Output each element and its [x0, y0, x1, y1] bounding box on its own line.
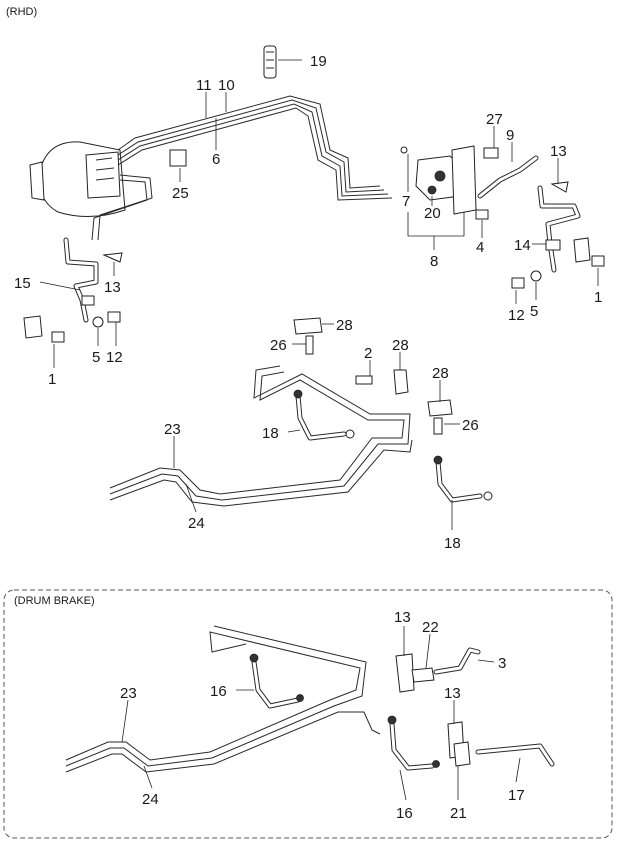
callout-24-drum: 24	[142, 791, 159, 808]
clip-28-right	[427, 399, 453, 417]
callout-15: 15	[14, 275, 31, 292]
callout-3: 3	[498, 655, 506, 672]
hose-18-center	[293, 389, 355, 441]
main-brake-lines	[91, 95, 393, 241]
callout-28-top: 28	[336, 317, 353, 334]
callout-20: 20	[424, 205, 441, 222]
callout-9: 9	[506, 127, 514, 144]
proportioning-valve	[400, 145, 477, 215]
callout-12-left: 12	[106, 349, 123, 366]
master-cylinder	[29, 141, 126, 218]
leader-lines	[39, 59, 599, 801]
hose-16-left	[249, 653, 304, 709]
callout-19: 19	[310, 53, 327, 70]
callout-26-right: 26	[462, 417, 479, 434]
callout-11: 11	[196, 77, 212, 94]
callout-13-drum-lower: 13	[444, 685, 461, 702]
callout-4: 4	[476, 239, 484, 256]
bolt-12-left	[107, 311, 121, 323]
rhd-section-title: (RHD)	[6, 6, 37, 18]
callout-28-right: 28	[432, 365, 449, 382]
callout-25: 25	[172, 185, 189, 202]
callout-12-right: 12	[508, 307, 525, 324]
bracket-13-upper	[395, 653, 415, 693]
bolt-4	[475, 209, 489, 220]
bolt-1-right	[591, 255, 605, 267]
bolt-26-top	[305, 335, 314, 355]
callout-18-right: 18	[444, 535, 461, 552]
washer-5-right	[530, 270, 542, 282]
callout-26-top: 26	[270, 337, 287, 354]
callout-23-drum: 23	[120, 685, 137, 702]
callout-1-left: 1	[48, 371, 56, 388]
clamp-25	[169, 149, 187, 167]
callout-23-upper: 23	[164, 421, 181, 438]
bolt-26-right	[433, 417, 443, 435]
hose-16-right	[387, 715, 440, 771]
bolt-2	[355, 375, 373, 385]
callout-8: 8	[430, 253, 438, 270]
callout-18-center: 18	[262, 425, 279, 442]
callout-7: 7	[402, 193, 410, 210]
clip-13-right	[550, 181, 569, 193]
clip-13-left	[102, 252, 123, 263]
callout-14: 14	[514, 237, 531, 254]
callout-1-right: 1	[594, 289, 602, 306]
clip-19	[263, 45, 277, 79]
plate-21	[453, 741, 471, 767]
callout-13-left: 13	[104, 279, 121, 296]
bolt-1-left	[51, 331, 65, 343]
left-front-line	[23, 237, 99, 339]
callout-28-mid: 28	[392, 337, 409, 354]
callout-24-upper: 24	[188, 515, 205, 532]
callout-5-left: 5	[92, 349, 100, 366]
rear-brake-lines	[109, 365, 413, 507]
washer-5-left	[92, 316, 104, 328]
callout-labels: 19 11 10 6 25 27 9 13 7 20 8 4 14 1 12 5…	[14, 53, 602, 822]
callout-6: 6	[212, 151, 220, 168]
bolt-27	[483, 147, 499, 159]
callout-16-left: 16	[210, 683, 227, 700]
callout-16-right: 16	[396, 805, 413, 822]
fittings-upper	[51, 147, 605, 343]
callout-5-right: 5	[530, 303, 538, 320]
callout-27: 27	[486, 111, 503, 128]
callout-22: 22	[422, 619, 439, 636]
callout-13-drum-upper: 13	[394, 609, 411, 626]
drum-brake-section-title: (DRUM BRAKE)	[14, 595, 95, 607]
drum-brake-frame	[3, 589, 613, 839]
bolt-12-right	[511, 277, 525, 289]
fittings-middle	[293, 317, 453, 435]
bracket-28-mid	[393, 369, 409, 395]
right-front-line	[477, 155, 591, 273]
plate-22	[411, 667, 435, 683]
drum-brackets	[395, 647, 555, 767]
callout-2: 2	[364, 345, 372, 362]
clip-28-top	[293, 317, 323, 335]
callout-10: 10	[218, 77, 235, 94]
drum-brake-lines	[65, 625, 381, 773]
callout-21: 21	[450, 805, 467, 822]
hose-18-right	[433, 455, 493, 503]
callout-13-right: 13	[550, 143, 567, 160]
callout-17: 17	[508, 787, 525, 804]
